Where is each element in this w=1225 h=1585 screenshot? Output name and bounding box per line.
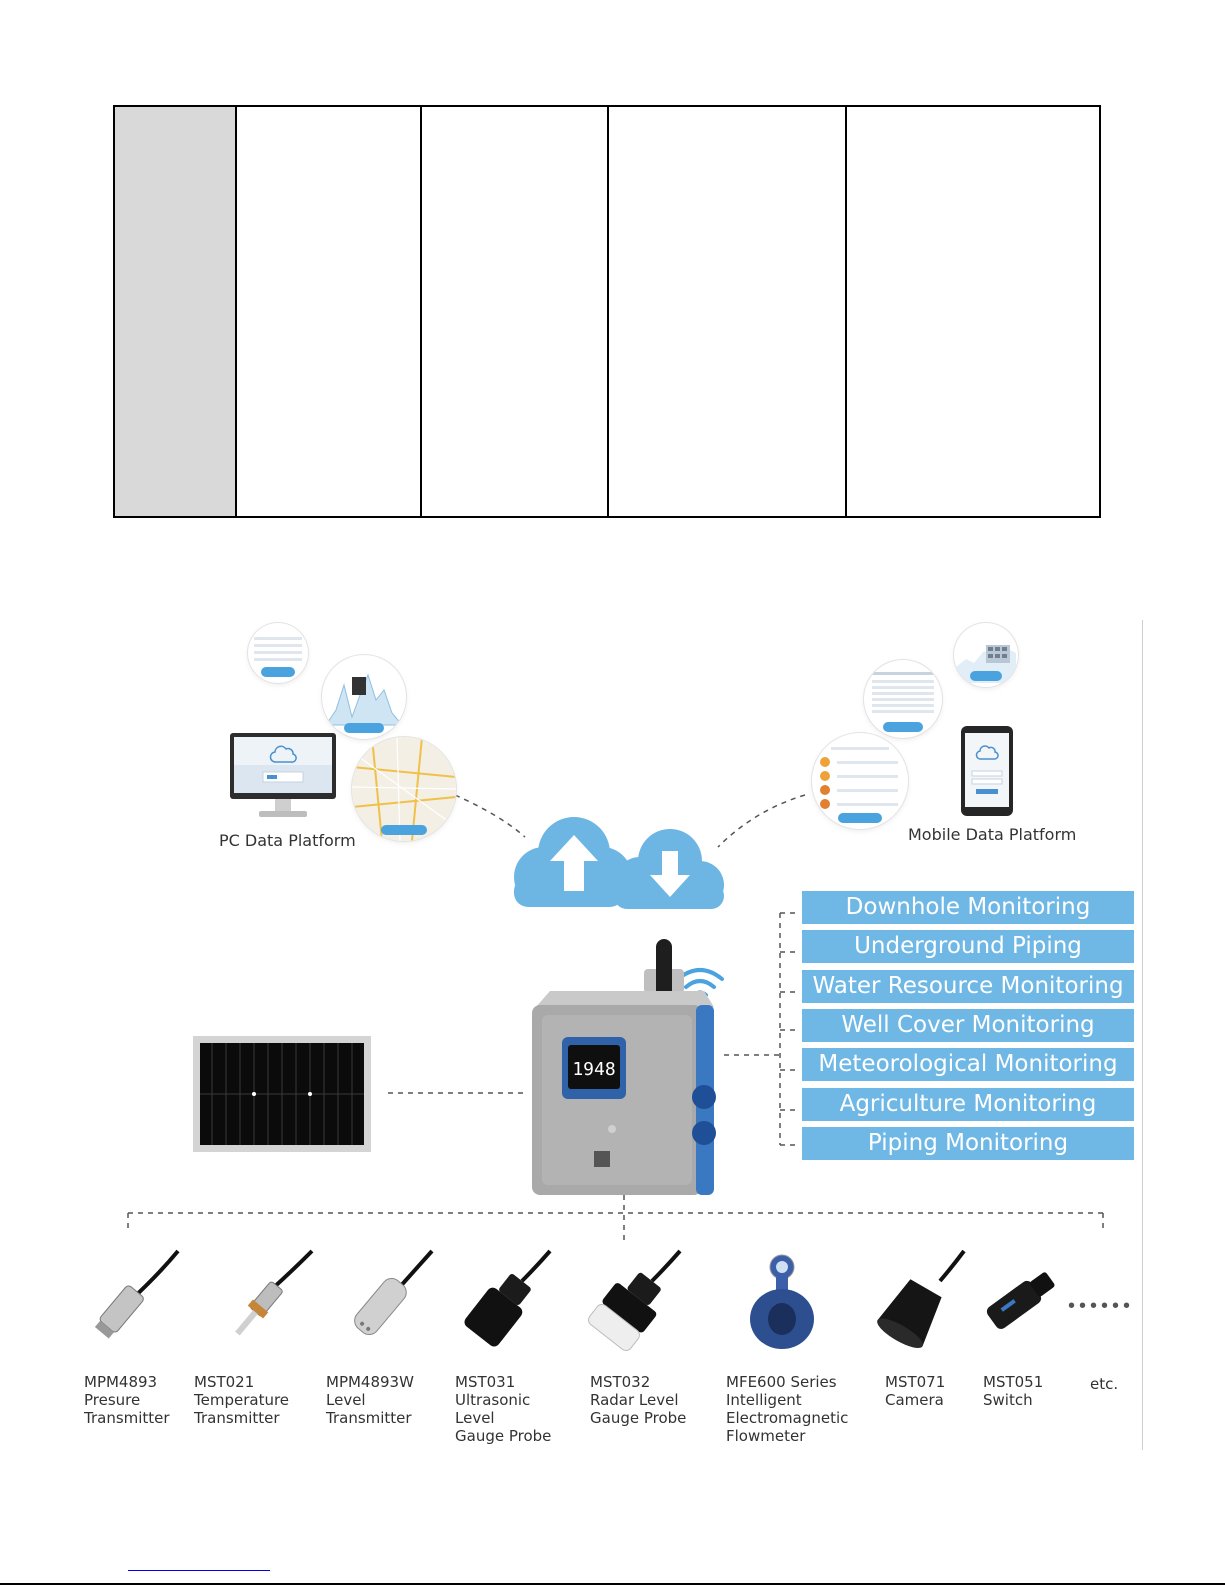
- level-transmitter-image: [354, 1249, 434, 1336]
- solar-panel: [193, 1036, 371, 1152]
- switch-image: [986, 1272, 1055, 1329]
- camera-image: [877, 1249, 966, 1348]
- ultrasonic-level-probe-image: [464, 1249, 552, 1347]
- tablet-icon: [961, 726, 1013, 816]
- divider: [1142, 620, 1143, 1450]
- sensor-label-mst032: MST032 Radar Level Gauge Probe: [590, 1373, 687, 1427]
- sensor-label-mst021: MST021 Temperature Transmitter: [194, 1373, 290, 1427]
- spec-table: [113, 105, 1101, 518]
- device-display-value: 1948: [572, 1059, 615, 1080]
- history-data-bubble: [248, 623, 308, 683]
- radar-level-probe-image: [588, 1249, 682, 1352]
- realtime-data-bubble: [812, 733, 908, 829]
- pressure-transmitter-image: [94, 1249, 180, 1339]
- app-well-cover-monitoring: Well Cover Monitoring: [802, 1009, 1134, 1042]
- sensor-label-mpm4893: MPM4893 Presure Transmitter: [84, 1373, 170, 1427]
- sensor-label-mpm4893w: MPM4893W Level Transmitter: [326, 1373, 414, 1427]
- app-meteorological-monitoring: Meteorological Monitoring: [802, 1048, 1134, 1081]
- app-downhole-monitoring: Downhole Monitoring: [802, 891, 1134, 924]
- table-row: [113, 105, 1101, 518]
- system-diagram: PC Data Platform: [0, 615, 1225, 1465]
- mobile-platform-label: Mobile Data Platform: [908, 825, 1077, 844]
- app-piping-monitoring: Piping Monitoring: [802, 1127, 1134, 1160]
- pc-platform-label: PC Data Platform: [219, 831, 356, 850]
- more-sensors-dots: ••••••: [1068, 1295, 1135, 1317]
- sensor-label-mst031: MST031 Ultrasonic Level Gauge Probe: [455, 1373, 552, 1445]
- pc-monitor-icon: [230, 733, 336, 817]
- mobile-analysis-bubble: [954, 623, 1018, 687]
- table-cell: [235, 105, 422, 518]
- sensor-label-mst051: MST051 Switch: [983, 1373, 1044, 1409]
- data-management-bubble: [864, 660, 942, 738]
- electromagnetic-flowmeter-image: [750, 1254, 814, 1349]
- sensor-label-mfe600: MFE600 Series Intelligent Electromagneti…: [726, 1373, 849, 1445]
- data-logger-device: 1948: [532, 939, 716, 1195]
- sensor-label-mst071: MST071 Camera: [885, 1373, 946, 1409]
- table-label-cell: [113, 105, 237, 518]
- etc-label: etc.: [1090, 1375, 1119, 1393]
- app-water-resource-monitoring: Water Resource Monitoring: [802, 970, 1134, 1003]
- footer-rule: [0, 1583, 1225, 1585]
- app-underground-piping: Underground Piping: [802, 930, 1134, 963]
- data-analysis-bubble: [322, 655, 406, 739]
- app-agriculture-monitoring: Agriculture Monitoring: [802, 1088, 1134, 1121]
- table-cell: [607, 105, 847, 518]
- realtime-map-bubble: [352, 737, 456, 841]
- table-cell: [845, 105, 1101, 518]
- temperature-transmitter-image: [235, 1249, 314, 1336]
- connection-lines: [127, 794, 1104, 1240]
- cloud-upload-download-icon: [514, 817, 724, 909]
- footer-link[interactable]: [128, 1570, 270, 1571]
- table-cell: [420, 105, 609, 518]
